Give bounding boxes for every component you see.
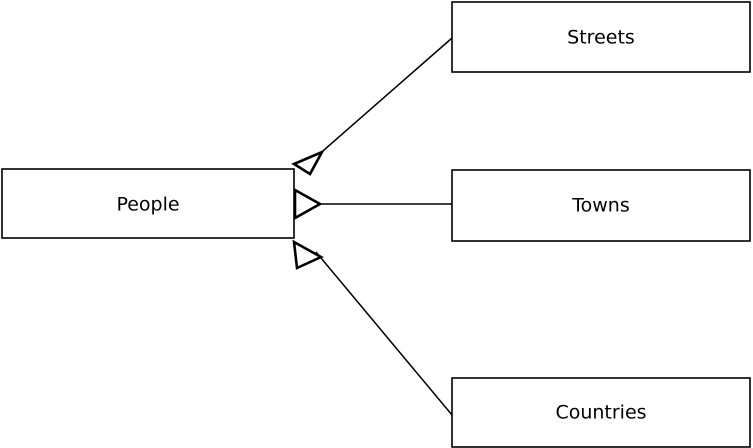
arrowhead-people-streets-icon (291, 149, 325, 176)
arrowhead-people-countries-icon (292, 239, 324, 270)
connector-people-streets (315, 37, 453, 158)
entity-streets-box[interactable] (451, 1, 751, 73)
entity-countries-label: Countries (555, 402, 646, 424)
entity-towns[interactable]: Towns (451, 169, 751, 242)
entity-countries-box[interactable] (451, 377, 751, 448)
entity-people[interactable]: People (1, 168, 295, 239)
connector-people-countries (315, 251, 453, 416)
arrowhead-people-towns-icon (293, 187, 323, 221)
entity-towns-label: Towns (571, 195, 629, 217)
entity-streets-label: Streets (567, 27, 635, 49)
entity-towns-box[interactable] (451, 169, 751, 242)
entity-people-label: People (116, 194, 179, 216)
entity-streets[interactable]: Streets (451, 1, 751, 73)
entity-countries[interactable]: Countries (451, 377, 751, 448)
